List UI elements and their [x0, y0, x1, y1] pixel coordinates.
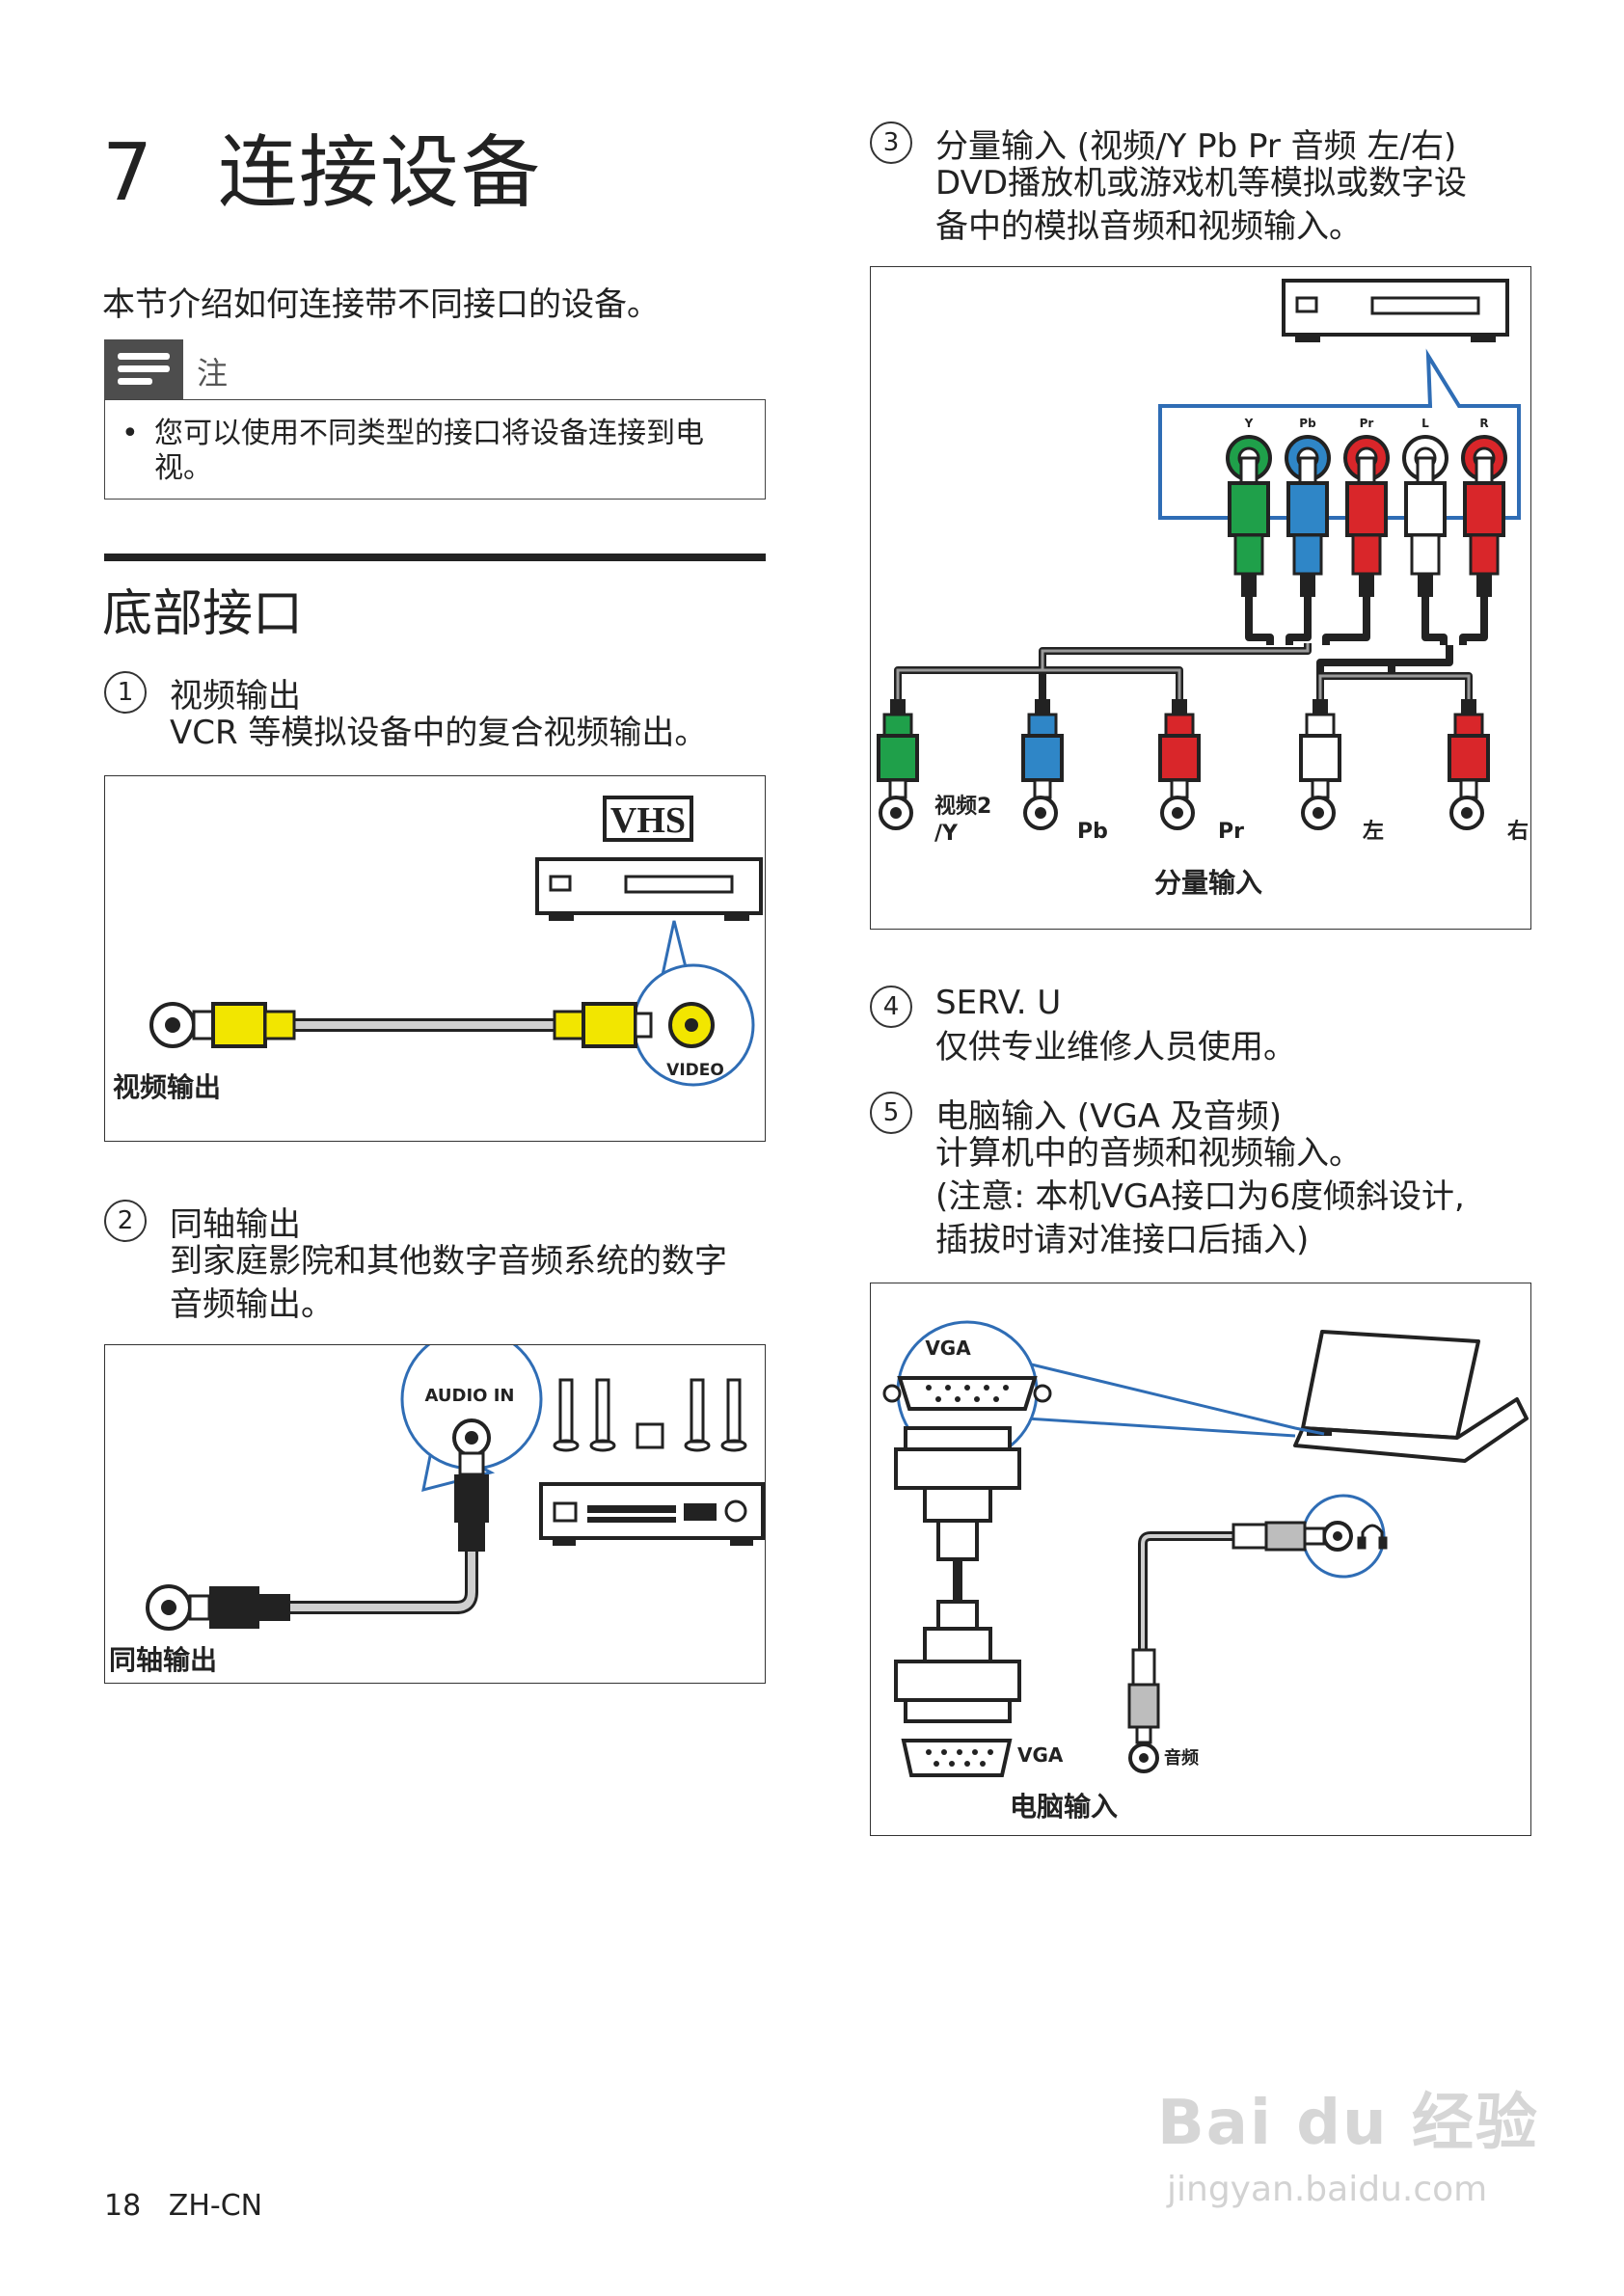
audio-cable-plug-bottom: [1127, 1648, 1160, 1744]
component-top-plugs: [1226, 435, 1507, 597]
bottom-label-r: 右: [1507, 820, 1529, 844]
item-desc-3-line-2: 备中的模拟音频和视频输入。: [935, 207, 1362, 246]
video-caption: 视频输出: [113, 1071, 221, 1103]
jack-label-r: R: [1479, 417, 1488, 430]
item-desc-5-line-2: (注意: 本机VGA接口为6度倾斜设计,: [935, 1177, 1465, 1216]
component-top-plug-pr: [1343, 435, 1390, 597]
vhs-logo-text: VHS: [610, 800, 686, 841]
bottom-label-y-line2: /Y: [934, 822, 959, 846]
item-title-2: 同轴输出: [170, 1205, 301, 1244]
component-bottom-plug-pb: [1021, 699, 1064, 830]
component-bottom-plug-r: [1448, 699, 1490, 830]
pc-caption: 电脑输入: [1010, 1791, 1118, 1823]
item-number-2: 2: [104, 1200, 147, 1242]
dvd-player-icon: [1282, 279, 1509, 342]
component-top-plug-r: [1461, 435, 1507, 597]
item-number-1: 1: [104, 671, 147, 714]
video-port-label: VIDEO: [666, 1061, 724, 1080]
component-bottom-plug-y: [877, 699, 919, 830]
chapter-number: 7: [102, 127, 155, 219]
video-cable-left-plug: [149, 1002, 296, 1048]
component-bottom-plugs: [877, 699, 1490, 830]
headphone-icon: [1357, 1524, 1388, 1550]
vhs-logo: VHS: [603, 796, 693, 842]
component-top-plug-y: [1226, 435, 1272, 597]
item-desc-1: VCR 等模拟设备中的复合视频输出。: [170, 714, 708, 752]
audio-cable-plug-right: [1232, 1521, 1326, 1552]
jack-label-l: L: [1421, 417, 1429, 430]
item-desc-2-line-1: 到家庭影院和其他数字音频系统的数字: [170, 1242, 727, 1281]
coax-caption: 同轴输出: [109, 1644, 217, 1676]
figure-pc-input: VGA VG: [870, 1283, 1531, 1836]
vga-top-label: VGA: [925, 1337, 971, 1360]
bottom-label-pb: Pb: [1077, 820, 1108, 844]
note-icon: [104, 339, 183, 399]
vga-port-icon: [882, 1376, 1052, 1411]
baidu-watermark-logo: Bai du 经验: [1157, 2088, 1539, 2159]
item-title-4: SERV. U: [935, 984, 1062, 1022]
intro-text: 本节介绍如何连接带不同接口的设备。: [102, 285, 660, 324]
audio-label: 音频: [1164, 1747, 1199, 1769]
figure-component-input: Y Pb Pr L R 视频2 /Y: [870, 266, 1531, 930]
note-bullet: •: [122, 417, 139, 450]
item-desc-5-line-1: 计算机中的音频和视频输入。: [935, 1134, 1362, 1173]
item-desc-2: 到家庭影院和其他数字音频系统的数字 音频输出。: [170, 1240, 727, 1327]
component-bottom-plug-pr: [1158, 699, 1201, 830]
item-desc-4: 仅供专业维修人员使用。: [935, 1028, 1296, 1067]
component-bottom-plug-l: [1299, 699, 1341, 830]
video-cable-right-plug: [553, 1002, 653, 1048]
component-top-plug-pb: [1285, 435, 1331, 597]
section-title: 底部接口: [102, 585, 304, 643]
item-number-4: 4: [870, 986, 912, 1028]
note-box: [104, 399, 766, 500]
vga-cable-plug: [894, 1426, 1021, 1723]
note-label: 注: [197, 355, 229, 392]
item-title-1: 视频输出: [170, 677, 301, 716]
chapter-title-text: 连接设备: [218, 127, 543, 219]
bottom-label-pr: Pr: [1218, 820, 1244, 844]
vga-port-bottom-icon: [901, 1739, 1013, 1777]
item-title-5: 电脑输入 (VGA 及音频): [935, 1097, 1283, 1136]
jack-label-y: Y: [1244, 417, 1254, 430]
page-footer: 18 ZH-CN: [104, 2189, 262, 2223]
page-locale: ZH-CN: [168, 2189, 263, 2223]
vga-bottom-label: VGA: [1017, 1743, 1064, 1767]
home-theater-receiver-icon: [539, 1482, 765, 1546]
item-desc-3-line-1: DVD播放机或游戏机等模拟或数字设: [935, 164, 1468, 203]
page-number: 18: [104, 2189, 142, 2223]
item-title-3: 分量输入 (视频/Y Pb Pr 音频 左/右): [935, 127, 1457, 166]
figure-coaxial-output: AUDIO IN 同轴输出: [104, 1344, 766, 1684]
audio-in-label: AUDIO IN: [425, 1386, 515, 1406]
item-desc-2-line-2: 音频输出。: [170, 1285, 334, 1324]
item-number-5: 5: [870, 1092, 912, 1134]
bottom-label-y-line1: 视频2: [934, 794, 991, 819]
component-top-plug-l: [1402, 435, 1448, 597]
jack-label-pr: Pr: [1360, 417, 1374, 430]
item-desc-3: DVD播放机或游戏机等模拟或数字设 备中的模拟音频和视频输入。: [935, 162, 1467, 249]
figure-video-output: VHS VIDEO: [104, 775, 766, 1142]
bottom-label-l: 左: [1363, 819, 1384, 844]
item-desc-5: 计算机中的音频和视频输入。 (注意: 本机VGA接口为6度倾斜设计, 插拔时请对…: [935, 1132, 1465, 1262]
speakers-icon: [553, 1378, 747, 1452]
jack-label-pb: Pb: [1299, 417, 1316, 430]
section-rule: [104, 554, 766, 561]
item-desc-5-line-3: 插拔时请对准接口后插入): [935, 1221, 1310, 1259]
coax-cable-left-plug: [146, 1584, 290, 1631]
component-caption: 分量输入: [1154, 867, 1262, 899]
baidu-watermark-url: jingyan.baidu.com: [1167, 2170, 1488, 2209]
laptop-icon: [1293, 1330, 1529, 1463]
item-number-3: 3: [870, 122, 912, 164]
chapter-title: 7 连接设备: [102, 108, 542, 223]
note-body: 您可以使用不同类型的接口将设备连接到电视。: [154, 417, 704, 485]
note-text: • 您可以使用不同类型的接口将设备连接到电视。: [122, 417, 748, 486]
vcr-device-icon: [535, 857, 763, 921]
